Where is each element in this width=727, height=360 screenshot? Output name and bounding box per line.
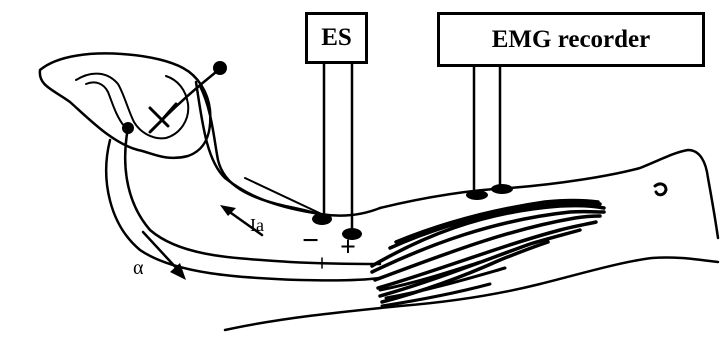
- es-label: ES: [321, 24, 352, 52]
- alpha-fibre-label: α: [133, 258, 143, 278]
- dorsal-root-ganglion: [213, 61, 227, 75]
- cathode-sign: −: [302, 226, 319, 256]
- sensory-fibre-ia: [200, 86, 330, 218]
- spinal-cord-grey-matter-inner: [86, 82, 124, 126]
- ia-fibre-label: Ia: [250, 216, 264, 234]
- emg-electrode-left: [466, 190, 488, 200]
- muscle-bundle: [372, 201, 604, 303]
- emg-electrode-right: [491, 184, 513, 194]
- es-stimulator-box: ES: [305, 12, 368, 64]
- anode-sign: +: [340, 234, 356, 262]
- emg-recorder-box: EMG recorder: [437, 12, 705, 67]
- limb-outline-lower: [225, 257, 718, 330]
- limb-knee-detail: [655, 184, 666, 195]
- emg-recorder-label: EMG recorder: [492, 26, 651, 54]
